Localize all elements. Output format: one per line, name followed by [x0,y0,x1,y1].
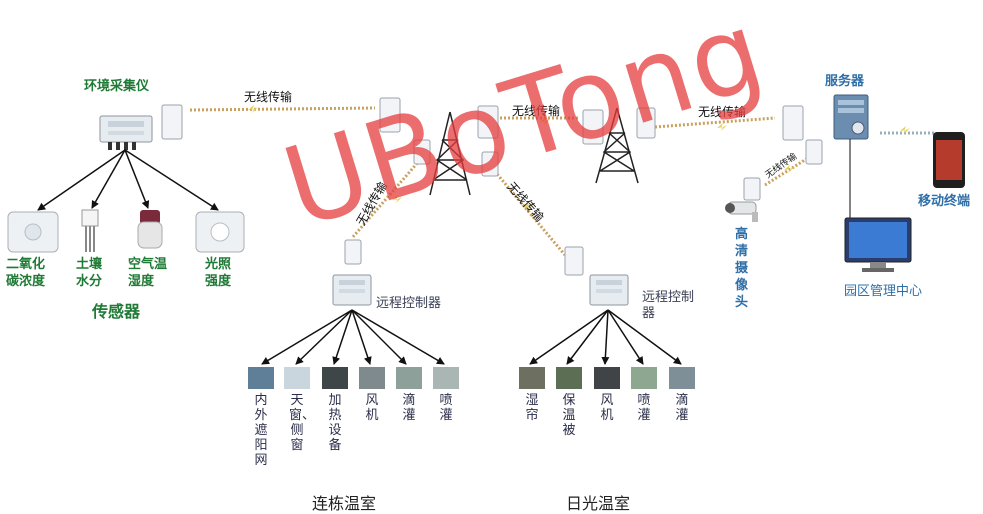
heater-thumbnail [322,367,348,389]
greenhouse-b-title: 日光温室 [566,494,631,513]
drip-thumbnail [396,367,422,389]
monitor-icon [844,217,912,272]
soil-moisture-sensor-icon [81,209,99,252]
greenhouse-a-title: 连栋温室 [312,494,377,513]
device-a-label: 风机 [365,393,379,423]
sensor-label-co2: 二氧化碳浓度 [6,257,46,289]
greenhouse-a-thumbnails [248,367,459,389]
tower-icon [595,107,639,184]
access-point-icon [782,105,804,141]
device-a-label: 滴灌 [402,393,416,423]
sprinkler-thumbnail [433,367,459,389]
sensor-arrows [37,149,219,211]
tower-icon [429,111,471,196]
link-tower1-controller-b [490,167,567,256]
greenhouse-a-arrows [261,309,445,365]
camera-icon [725,201,758,222]
device-a-label: 天窗、侧窗 [289,393,316,453]
access-point-icon [477,105,499,139]
collector-device-icon [99,115,153,150]
drip-thumbnail [669,367,695,389]
device-a-label: 加热设备 [328,393,342,453]
center-label: 园区管理中心 [844,284,923,299]
access-point-icon [564,246,584,276]
wireless-links [189,106,935,256]
shade-net-thumbnail [248,367,274,389]
access-point-icon [481,151,499,177]
wireless-label: 无线传输 [698,105,747,119]
device-a-label: 喷灌 [439,393,453,423]
controller-b-label: 远程控制器 [642,290,695,321]
device-b-label: 喷灌 [637,393,651,423]
wireless-label: 无线传输 [244,90,293,104]
access-point-icon [161,104,183,140]
access-point-icons [161,97,823,276]
co2-sensor-icon [7,211,59,253]
camera-label: 高清摄像头 [735,227,749,310]
access-point-icon [413,139,431,165]
wet-curtain-thumbnail [519,367,545,389]
link-collector-tower1 [189,106,376,112]
mobile-phone-icon [933,132,965,188]
server-label: 服务器 [825,74,865,89]
access-point-icon [805,139,823,165]
access-point-icon [743,177,761,201]
light-sensor-icon [195,211,245,253]
link-tower1-controller-a [350,159,422,239]
sensor-label-air: 空气温湿度 [128,257,168,289]
quilt-thumbnail [556,367,582,389]
access-point-icon [582,109,604,145]
window-thumbnail [284,367,310,389]
remote-controller-a-icon [332,274,372,306]
sensor-label-light: 光照强度 [205,257,232,289]
air-humidity-sensor-icon [137,210,163,249]
access-point-icon [379,97,401,133]
lightning-marks [248,105,910,211]
sensor-label-soil: 土壤水分 [76,257,103,289]
greenhouse-b-thumbnails [519,367,695,389]
device-b-label: 滴灌 [675,393,689,423]
collector-label: 环境采集仪 [84,79,150,94]
device-b-label: 湿帘 [525,393,539,423]
access-point-icon [344,239,362,265]
link-camera-server [764,156,809,187]
sensors-title: 传感器 [92,302,141,321]
device-b-label: 保温被 [562,393,576,438]
server-icon [833,94,869,140]
fan-thumbnail [359,367,385,389]
access-point-icon [636,107,656,139]
remote-controller-b-icon [589,274,629,306]
greenhouse-b-arrows [529,309,682,365]
controller-a-label: 远程控制器 [376,296,442,311]
device-a-label: 内外遮阳网 [254,393,268,468]
mobile-label: 移动终端 [918,194,971,209]
sprinkler-thumbnail [631,367,657,389]
fan-thumbnail [594,367,620,389]
device-b-label: 风机 [600,393,614,423]
link-tower2-server [654,116,776,129]
wireless-label: 无线传输 [512,104,561,118]
